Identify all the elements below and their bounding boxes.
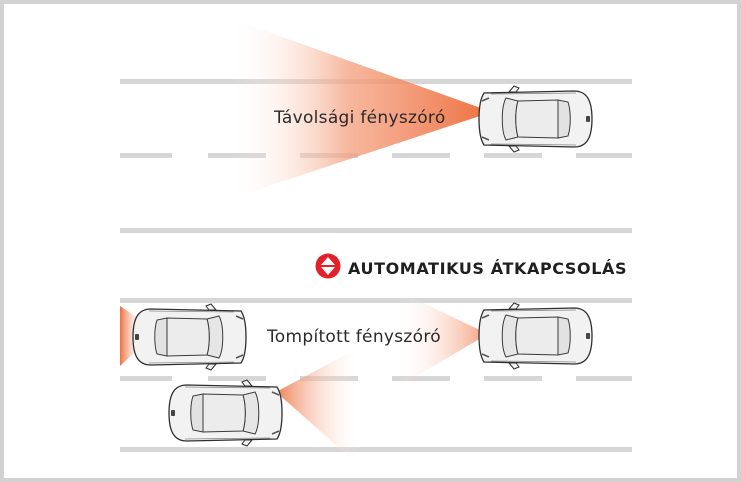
lane-dashes-top (120, 153, 632, 158)
lane-dashes-bottom (120, 376, 632, 381)
road-edge-line-upper (120, 228, 632, 233)
road-edge-line-middle (120, 298, 632, 303)
oncoming-car (133, 304, 246, 370)
car-low-beam (479, 303, 592, 369)
road-edge-line-bottom (120, 447, 632, 452)
up-down-arrows-icon (315, 253, 341, 279)
auto-switch-label: AUTOMATIKUS ÁTKAPCSOLÁS (348, 259, 627, 278)
high-beam-label: Távolsági fényszóró (274, 108, 446, 128)
road-scene (4, 4, 741, 482)
preceding-car (169, 380, 282, 446)
low-beam-label: Tompított fényszóró (267, 327, 441, 347)
car-high-beam (479, 86, 592, 152)
